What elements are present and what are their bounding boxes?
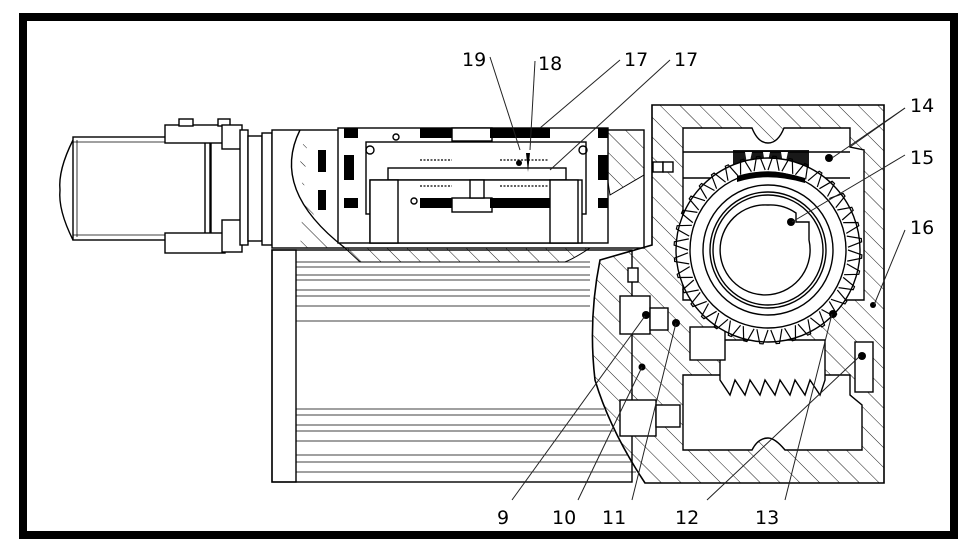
leader-16 (873, 229, 906, 306)
motor-flange-bottom (164, 232, 226, 254)
carriage-module (271, 127, 645, 249)
leader-18 (529, 60, 536, 151)
leader-17a (539, 59, 621, 129)
callout-17b: 17 (674, 49, 698, 71)
motor (59, 118, 273, 254)
callout-15: 15 (910, 147, 934, 169)
motor-flange-top (164, 124, 226, 144)
leader-lines (489, 56, 906, 501)
callout-19: 19 (462, 49, 486, 71)
callout-9: 9 (497, 507, 509, 529)
leader-11 (631, 322, 677, 501)
motor-body (72, 136, 211, 241)
profile-body (271, 247, 636, 483)
leader-19 (489, 56, 521, 151)
callout-14: 14 (910, 95, 934, 117)
motor-end-cap (59, 139, 74, 241)
callout-12: 12 (675, 507, 699, 529)
callout-16: 16 (910, 217, 934, 239)
callouts: 19 18 17 17 14 15 16 9 10 11 12 13 (462, 49, 934, 529)
leader-15 (791, 154, 906, 223)
gearbox-housing (591, 104, 885, 484)
callout-17a: 17 (624, 49, 648, 71)
leader-9 (511, 315, 646, 501)
spur-gear (673, 155, 863, 345)
leader-10 (577, 366, 643, 501)
callout-13: 13 (755, 507, 779, 529)
callout-10: 10 (552, 507, 576, 529)
leader-17b (549, 59, 671, 171)
leader-12 (706, 355, 861, 501)
callout-18: 18 (538, 53, 562, 75)
drawing-frame (19, 13, 958, 539)
leader-13 (784, 313, 833, 501)
callout-11: 11 (602, 507, 626, 529)
